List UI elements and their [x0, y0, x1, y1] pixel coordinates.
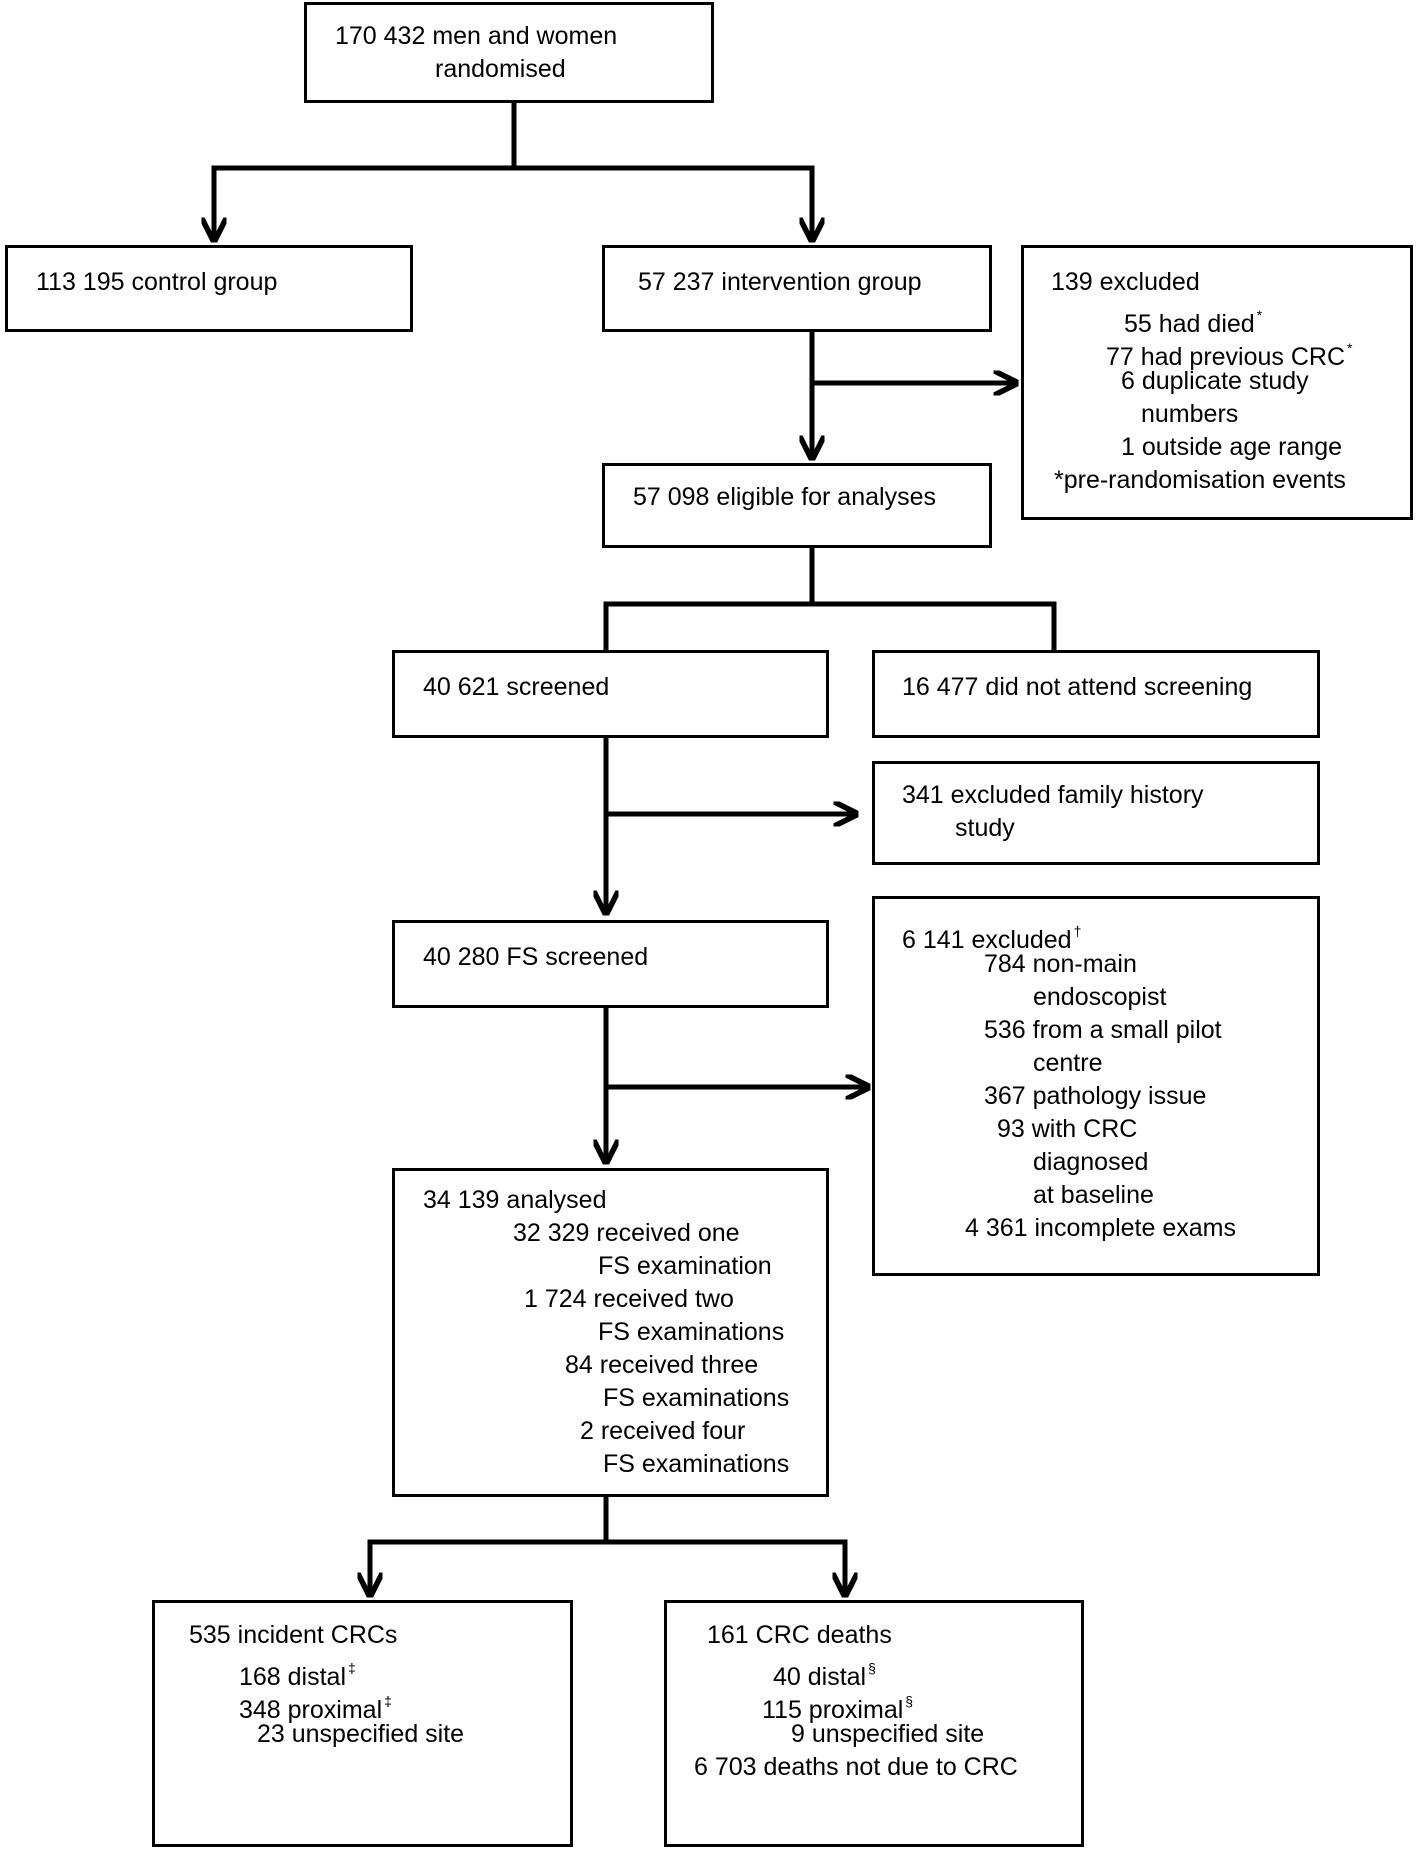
family-history-label-cont: study	[955, 814, 1015, 842]
excluded-died: 55 had died*	[1124, 307, 1263, 338]
footnote-mark: §	[905, 1693, 914, 1709]
excluded-non-main: 784 non-main	[984, 950, 1137, 978]
analysed-box: 34 139 analysed 32 329 received one FS e…	[392, 1168, 829, 1497]
excluded-crc: 93 with CRC	[997, 1115, 1138, 1143]
randomised-box: 170 432 men and women randomised	[304, 2, 714, 103]
excluded-pathology: 367 pathology issue	[984, 1082, 1207, 1110]
analysed-title: 34 139 analysed	[423, 1186, 607, 1214]
deaths-title: 161 CRC deaths	[707, 1621, 892, 1649]
randomised-label: randomised	[435, 55, 566, 83]
deaths-other: 6 703 deaths not due to CRC	[694, 1753, 1018, 1781]
excluded-duplicate: 6 duplicate study	[1121, 367, 1309, 395]
analysed-one: 32 329 received one	[513, 1219, 740, 1247]
analysed-three: 84 received three	[565, 1351, 759, 1379]
incident-proximal: 348 proximal‡	[239, 1693, 392, 1724]
not-attend-box: 16 477 did not attend screening	[872, 650, 1320, 738]
eligible-label: 57 098 eligible for analyses	[633, 483, 936, 511]
incident-distal: 168 distal‡	[239, 1660, 356, 1691]
control-group-box: 113 195 control group	[5, 245, 413, 332]
footnote-mark: *	[1347, 340, 1353, 356]
footnote-mark: ‡	[348, 1660, 356, 1676]
footnote-mark: §	[868, 1660, 876, 1676]
screened-label: 40 621 screened	[423, 673, 610, 701]
crc-deaths-box: 161 CRC deaths 40 distal§ 115 proximal§ …	[664, 1600, 1084, 1847]
excluded-age-range: 1 outside age range	[1121, 433, 1343, 461]
excluded-post-box: 6 141 excluded† 784 non-main endoscopist…	[872, 896, 1320, 1276]
incident-crc-box: 535 incident CRCs 168 distal‡ 348 proxim…	[152, 1600, 573, 1847]
excluded-previous-crc: 77 had previous CRC*	[1106, 340, 1353, 371]
excluded-non-main-cont: endoscopist	[1033, 983, 1167, 1011]
intervention-group-box: 57 237 intervention group	[602, 245, 992, 332]
eligible-box: 57 098 eligible for analyses	[602, 463, 992, 548]
excluded-post-title: 6 141 excluded†	[902, 923, 1082, 954]
incident-title: 535 incident CRCs	[189, 1621, 398, 1649]
randomised-count: 170 432 men and women	[335, 22, 618, 50]
footnote-mark: †	[1073, 923, 1082, 939]
incident-unspecified: 23 unspecified site	[257, 1720, 465, 1748]
analysed-two: 1 724 received two	[524, 1285, 734, 1313]
family-history-label: 341 excluded family history	[902, 781, 1204, 809]
analysed-two-cont: FS examinations	[598, 1318, 785, 1346]
excluded-pilot: 536 from a small pilot	[984, 1016, 1222, 1044]
screened-box: 40 621 screened	[392, 650, 829, 738]
deaths-distal: 40 distal§	[773, 1660, 876, 1691]
deaths-proximal: 115 proximal§	[762, 1693, 914, 1724]
excluded-crc-cont: diagnosed	[1033, 1148, 1149, 1176]
deaths-unspecified: 9 unspecified site	[791, 1720, 985, 1748]
control-group-label: 113 195 control group	[36, 268, 278, 296]
analysed-four: 2 received four	[580, 1417, 746, 1445]
excluded-crc-cont2: at baseline	[1033, 1181, 1154, 1209]
family-history-box: 341 excluded family history study	[872, 761, 1320, 865]
excluded-pilot-cont: centre	[1033, 1049, 1103, 1077]
footnote-mark: *	[1256, 307, 1263, 323]
analysed-three-cont: FS examinations	[603, 1384, 790, 1412]
excluded-pre-box: 139 excluded 55 had died* 77 had previou…	[1021, 245, 1413, 520]
analysed-four-cont: FS examinations	[603, 1450, 790, 1478]
footnote-mark: ‡	[384, 1693, 392, 1709]
excluded-footnote: *pre-randomisation events	[1054, 466, 1346, 494]
excluded-duplicate-cont: numbers	[1141, 400, 1239, 428]
fs-screened-label: 40 280 FS screened	[423, 943, 649, 971]
excluded-pre-title: 139 excluded	[1051, 268, 1200, 296]
excluded-incomplete: 4 361 incomplete exams	[965, 1214, 1236, 1242]
intervention-group-label: 57 237 intervention group	[638, 268, 922, 296]
fs-screened-box: 40 280 FS screened	[392, 920, 829, 1008]
analysed-one-cont: FS examination	[598, 1252, 772, 1280]
not-attend-label: 16 477 did not attend screening	[902, 673, 1253, 701]
